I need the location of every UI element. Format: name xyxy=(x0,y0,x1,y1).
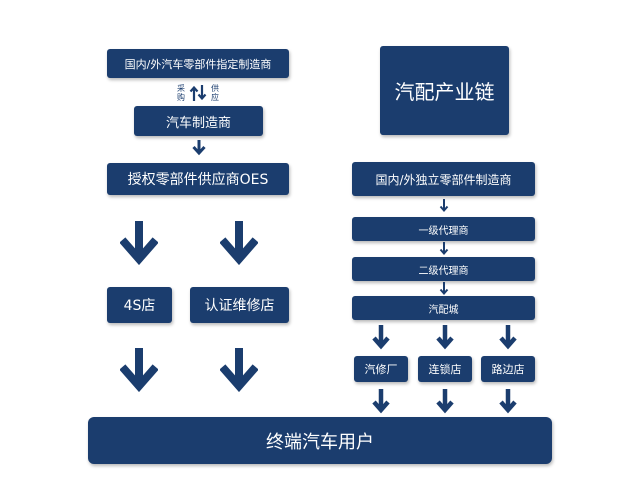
certified-repair-box: 认证维修店 xyxy=(190,287,289,323)
parts-maker-box: 国内/外汽车零部件指定制造商 xyxy=(107,49,289,78)
down-arrow-icon xyxy=(436,389,454,414)
down-arrow-icon xyxy=(499,325,517,350)
car-maker-box: 汽车制造商 xyxy=(134,106,263,136)
purchase-label: 采购 xyxy=(177,84,185,102)
down-arrow-icon xyxy=(192,140,206,156)
independent-maker-box: 国内/外独立零部件制造商 xyxy=(352,162,535,196)
down-arrow-icon xyxy=(439,282,449,296)
down-arrow-icon xyxy=(436,325,454,350)
repair-factory-box: 汽修厂 xyxy=(354,356,408,382)
purchase-supply-arrows-icon xyxy=(189,85,207,101)
end-user-box: 终端汽车用户 xyxy=(88,417,552,464)
down-arrow-icon xyxy=(439,242,449,256)
dealer-4s-box: 4S店 xyxy=(107,287,172,323)
down-arrow-icon xyxy=(220,348,258,392)
down-arrow-icon xyxy=(499,389,517,414)
down-arrow-icon xyxy=(439,199,449,213)
down-arrow-icon xyxy=(372,325,390,350)
second-agent-box: 二级代理商 xyxy=(352,257,535,281)
oes-box: 授权零部件供应商OES xyxy=(107,163,289,195)
down-arrow-icon xyxy=(120,348,158,392)
down-arrow-icon xyxy=(120,221,158,265)
roadside-store-box: 路边店 xyxy=(481,356,535,382)
down-arrow-icon xyxy=(220,221,258,265)
down-arrow-icon xyxy=(372,389,390,414)
parts-city-box: 汽配城 xyxy=(352,296,535,320)
first-agent-box: 一级代理商 xyxy=(352,217,535,241)
industry-chain-title: 汽配产业链 xyxy=(380,46,509,135)
chain-store-box: 连锁店 xyxy=(418,356,472,382)
supply-label: 供应 xyxy=(211,84,219,102)
